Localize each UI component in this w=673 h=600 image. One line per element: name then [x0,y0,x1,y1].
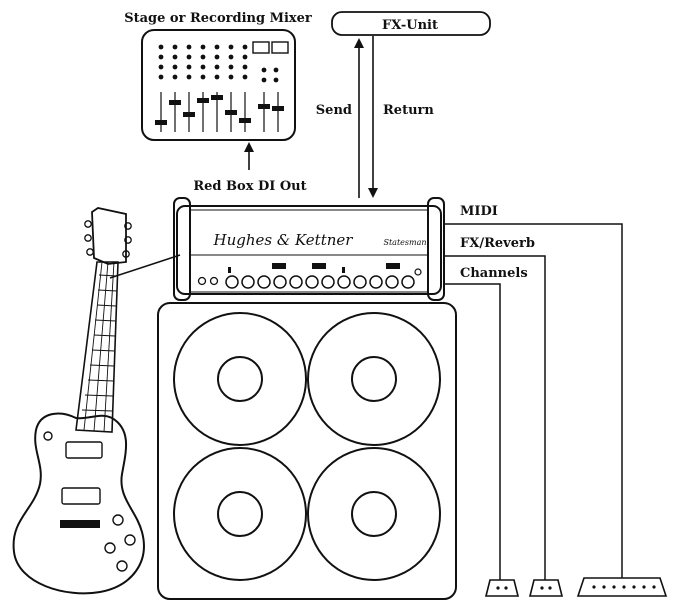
guitar-neck [75,261,119,433]
mixer-device [141,29,296,141]
mixer-knob-grid [158,44,279,83]
red-box-label: Red Box DI Out [193,179,306,194]
channels-label: Channels [460,266,528,281]
amp-logo: Hughes & Kettner [213,231,354,249]
guitar-body [12,412,145,595]
fx-unit-label: FX-Unit [382,18,438,33]
speaker-cabinet [157,302,457,600]
mixer-label: Stage or Recording Mixer [124,11,312,26]
guitar-headstock [91,207,127,265]
midi-line [444,223,623,578]
speaker-top-left [173,312,307,446]
guitar-cable [109,254,181,279]
footswitch-channels [484,579,520,597]
fx-unit-box [331,11,491,36]
amp-control-knobs [197,268,422,289]
amp-model: Statesman [383,238,426,247]
midi-label: MIDI [460,204,498,219]
channels-line [444,283,501,580]
amp-head: Hughes & Kettner Statesman [173,197,445,301]
footswitch-midi [576,577,668,597]
footswitch-fx-reverb [528,579,564,597]
guitar-knobs [43,431,136,572]
speaker-bottom-right [307,447,441,581]
send-label: Send [316,103,352,118]
guitar [12,207,181,595]
speaker-bottom-left [173,447,307,581]
mixer-faders [155,92,284,132]
guitar-pickups [61,441,103,505]
fx-reverb-label: FX/Reverb [460,236,535,251]
fx-reverb-line [444,255,546,580]
guitar-bridge [60,520,100,528]
mixer-display [252,41,289,54]
return-label: Return [383,103,434,118]
speaker-top-right [307,312,441,446]
amp-switches [228,263,400,273]
